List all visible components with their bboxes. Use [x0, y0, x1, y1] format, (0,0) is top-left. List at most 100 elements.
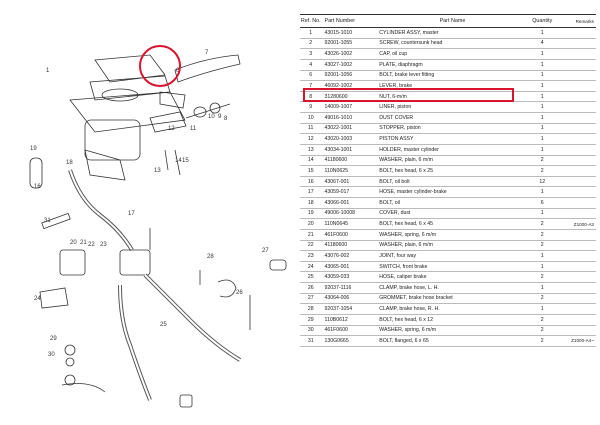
part-name-cell: BOLT, flanged, 6 x 65 [379, 337, 429, 344]
part-name-cell: BOLT, hex head, 6 x 45 [379, 221, 434, 228]
callout-30: 30 [48, 352, 55, 358]
quantity-cell: 1 [540, 104, 544, 111]
part-number-cell: 49016-1010 [324, 114, 353, 121]
part-name-cell: BOLT, brake lever fitting [379, 72, 435, 79]
header-part-name: Part Name [439, 18, 466, 24]
part-name-cell: COVER, dust [379, 210, 411, 217]
parts-table: Ref. No. Part Number Part Name Quantity … [300, 14, 596, 347]
ref-cell: 19 [307, 210, 314, 217]
quantity-cell: 1 [540, 306, 544, 313]
part-number-cell: 49006-10008 [324, 210, 356, 217]
callout-31: 31 [44, 218, 51, 224]
highlight-circle [139, 45, 181, 87]
callout-21: 21 [80, 240, 87, 246]
ref-cell: 25 [307, 274, 314, 281]
ref-cell: 9 [309, 104, 313, 111]
part-name-cell: LEVER, brake [379, 82, 413, 89]
callout-24: 24 [34, 296, 41, 302]
part-number-cell: 110N0625 [324, 167, 349, 174]
part-number-cell: 130G0665 [324, 337, 349, 344]
quantity-cell: 2 [540, 327, 544, 334]
ref-cell: 27 [307, 295, 314, 302]
quantity-cell: 2 [540, 242, 544, 249]
part-name-cell: BOLT, oil bolt [379, 178, 410, 185]
callout-17: 17 [128, 211, 135, 217]
ref-cell: 26 [307, 284, 314, 291]
part-name-cell: CLAMP, brake hose, L. H. [379, 284, 439, 291]
quantity-cell: 2 [540, 167, 544, 174]
ref-cell: 30 [307, 327, 314, 334]
part-name-cell: LINER, piston [379, 104, 412, 111]
part-number-cell: 43034-1001 [324, 146, 353, 153]
ref-cell: 29 [307, 316, 314, 323]
remarks-cell: Z1000-A3 [573, 221, 594, 227]
callout-29: 29 [50, 336, 57, 342]
part-number-cell: 43027-1002 [324, 61, 353, 68]
quantity-cell: 1 [540, 263, 544, 270]
part-name-cell: SWITCH, front brake [379, 263, 428, 270]
callout-23: 23 [100, 242, 107, 248]
part-number-cell: 43066-001 [324, 199, 350, 206]
part-name-cell: WASHER, spring, 6 m/m [379, 231, 437, 238]
callout-11: 11 [190, 126, 197, 132]
part-number-cell: 92001-1055 [324, 40, 353, 47]
part-name-cell: DUST COVER [379, 114, 414, 121]
quantity-cell: 2 [540, 316, 544, 323]
callout-18: 18 [66, 160, 73, 166]
ref-cell: 16 [307, 178, 314, 185]
part-number-cell: 46092-1002 [324, 82, 353, 89]
callout-9: 9 [218, 114, 222, 120]
part-number-cell: 92037-1054 [324, 306, 353, 313]
part-name-cell: JOINT, four way [379, 252, 417, 259]
quantity-cell: 2 [540, 337, 544, 344]
callout-1: 1 [46, 68, 50, 74]
part-number-cell: 41180600 [324, 242, 348, 249]
callout-22: 22 [88, 242, 95, 248]
quantity-cell: 2 [540, 295, 544, 302]
part-name-cell: PLATE, diaphragm [379, 61, 423, 68]
part-number-cell: 43022-1001 [324, 125, 353, 132]
part-name-cell: HOSE, caliper brake [379, 274, 427, 281]
part-number-cell: 110N0645 [324, 221, 349, 228]
ref-cell: 8 [309, 93, 313, 100]
quantity-cell: 1 [540, 93, 544, 100]
ref-cell: 31 [307, 337, 314, 344]
quantity-cell: 1 [540, 284, 544, 291]
part-number-cell: 43026-1002 [324, 51, 353, 58]
ref-cell: 13 [307, 146, 314, 153]
part-number-cell: 31280600 [324, 93, 348, 100]
ref-cell: 2 [309, 40, 313, 47]
ref-cell: 21 [307, 231, 314, 238]
callout-7: 7 [205, 50, 209, 56]
quantity-cell: 1 [540, 146, 544, 153]
ref-cell: 4 [309, 61, 313, 68]
part-name-cell: HOSE, master cylinder-brake [379, 189, 447, 196]
ref-cell: 11 [308, 125, 314, 132]
part-number-cell: 43076-002 [324, 252, 350, 259]
part-number-cell: 92037-1116 [324, 284, 352, 291]
quantity-cell: 1 [540, 51, 544, 58]
callout-12: 12 [168, 126, 175, 132]
ref-cell: 12 [307, 136, 314, 143]
part-name-cell: CLAMP, brake hose, R. H. [379, 306, 440, 313]
part-name-cell: BOLT, hex head, 6 x 25 [379, 167, 434, 174]
part-name-cell: BOLT, hex head, 6 x 12 [379, 316, 434, 323]
quantity-cell: 6 [540, 199, 544, 206]
quantity-cell: 2 [540, 157, 544, 164]
part-name-cell: STOPPER, piston [379, 125, 421, 132]
quantity-cell: 1 [540, 82, 544, 89]
